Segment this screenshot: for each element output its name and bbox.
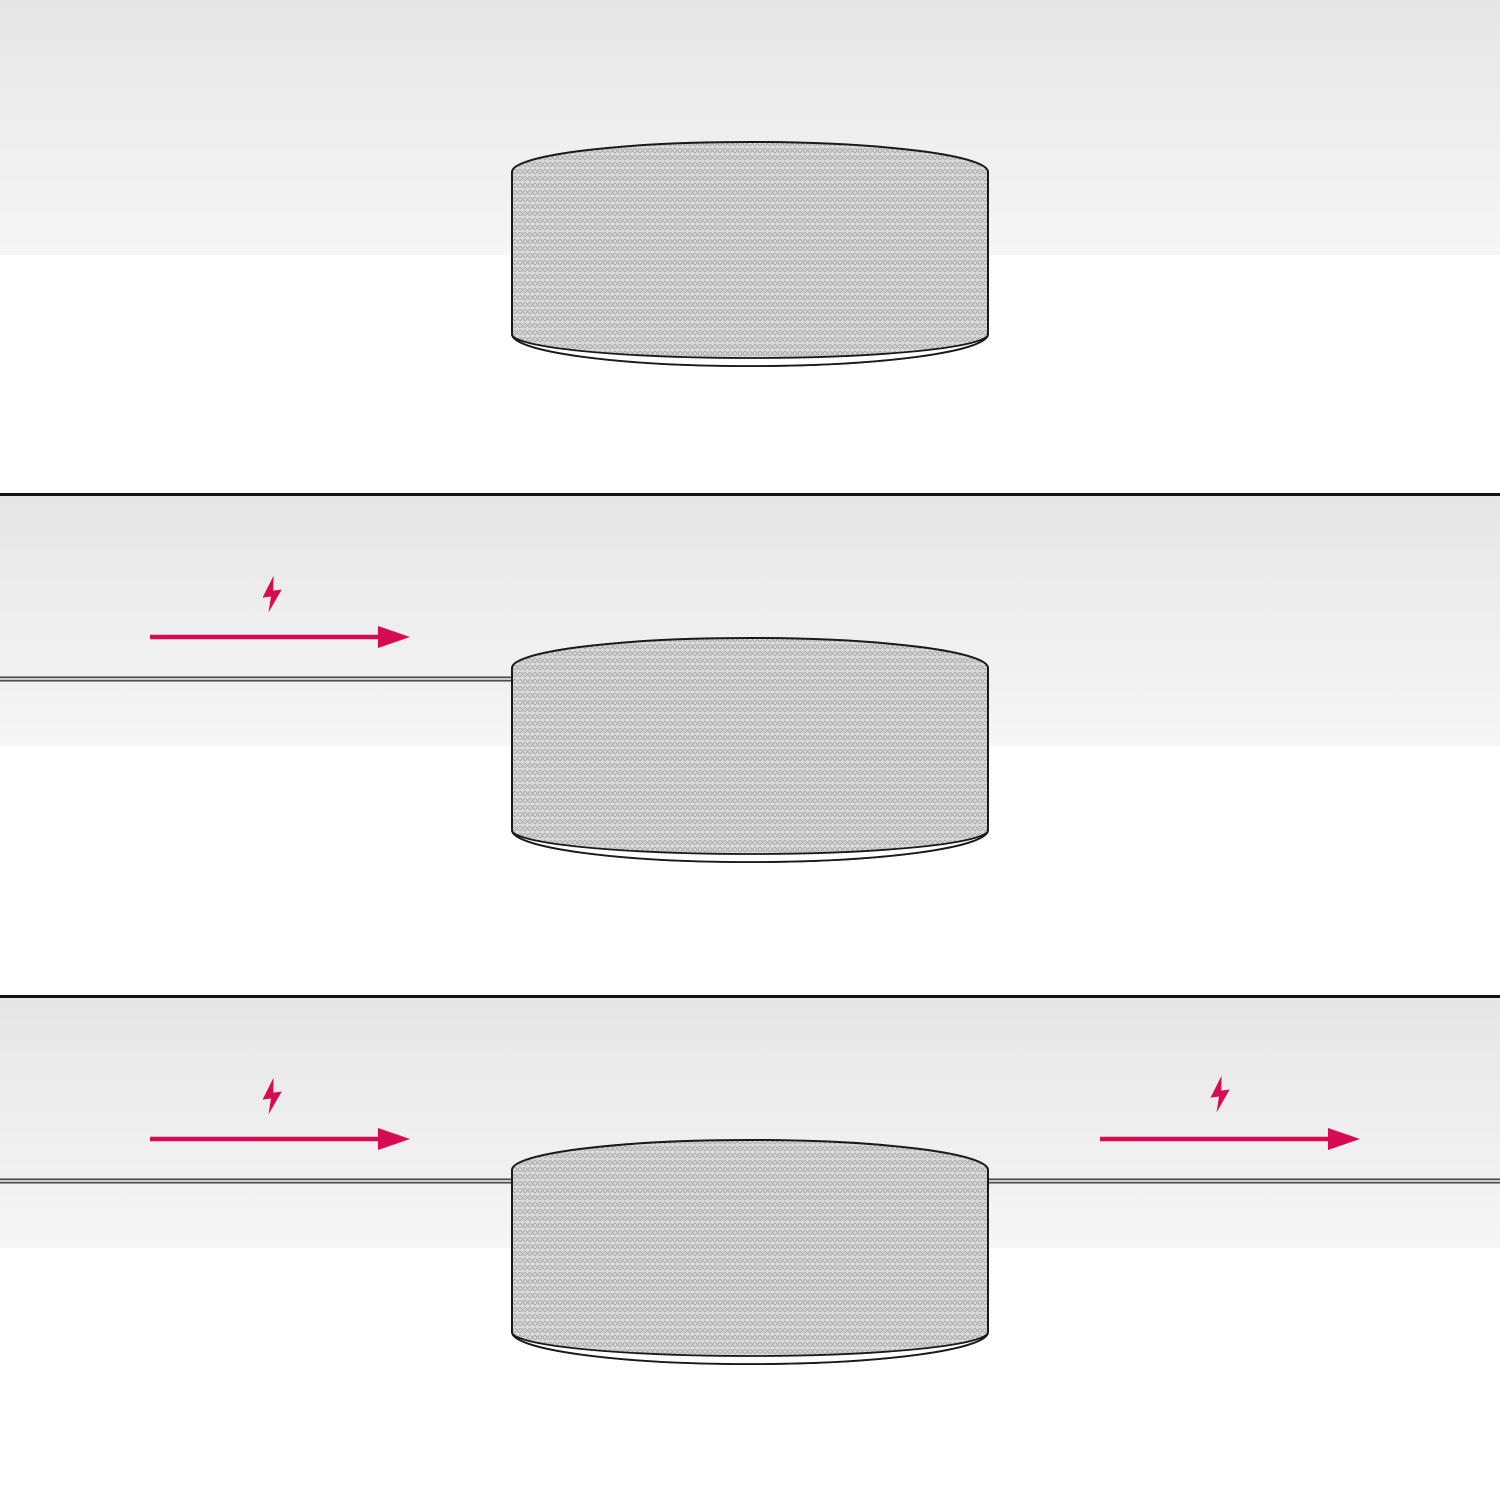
panel-divider <box>0 493 1500 496</box>
scene-cable-pass-through <box>0 1075 1500 1365</box>
arrow-head-icon <box>378 1128 410 1150</box>
current-direction-arrow-right <box>1100 1128 1360 1150</box>
lampshade-diffuser <box>511 829 989 863</box>
arrow-head-icon <box>378 626 410 648</box>
drum-lampshade <box>511 141 989 367</box>
scene-flush-mount <box>511 141 989 367</box>
diagram-panel-flush-mount <box>0 0 1500 493</box>
lightning-bolt-icon-right <box>1210 1075 1230 1113</box>
diagram-panel-cable-pass-through <box>0 998 1500 1500</box>
panel-divider <box>0 995 1500 998</box>
current-direction-arrow-left <box>150 1128 410 1150</box>
lampshade-body <box>511 141 989 367</box>
lightning-bolt-icon-left <box>262 1077 282 1115</box>
current-direction-arrow-left <box>150 626 410 648</box>
scene-cable-entry-left <box>0 575 989 863</box>
lampshade-diffuser <box>511 1331 989 1365</box>
lampshade-body <box>511 1139 989 1365</box>
diagram-panel-cable-entry-left <box>0 496 1500 995</box>
lampshade-diffuser <box>511 333 989 367</box>
drum-lampshade <box>511 1139 989 1365</box>
drum-lampshade <box>511 637 989 863</box>
lightning-bolt-icon-left <box>262 575 282 613</box>
arrow-head-icon <box>1328 1128 1360 1150</box>
lampshade-body <box>511 637 989 863</box>
